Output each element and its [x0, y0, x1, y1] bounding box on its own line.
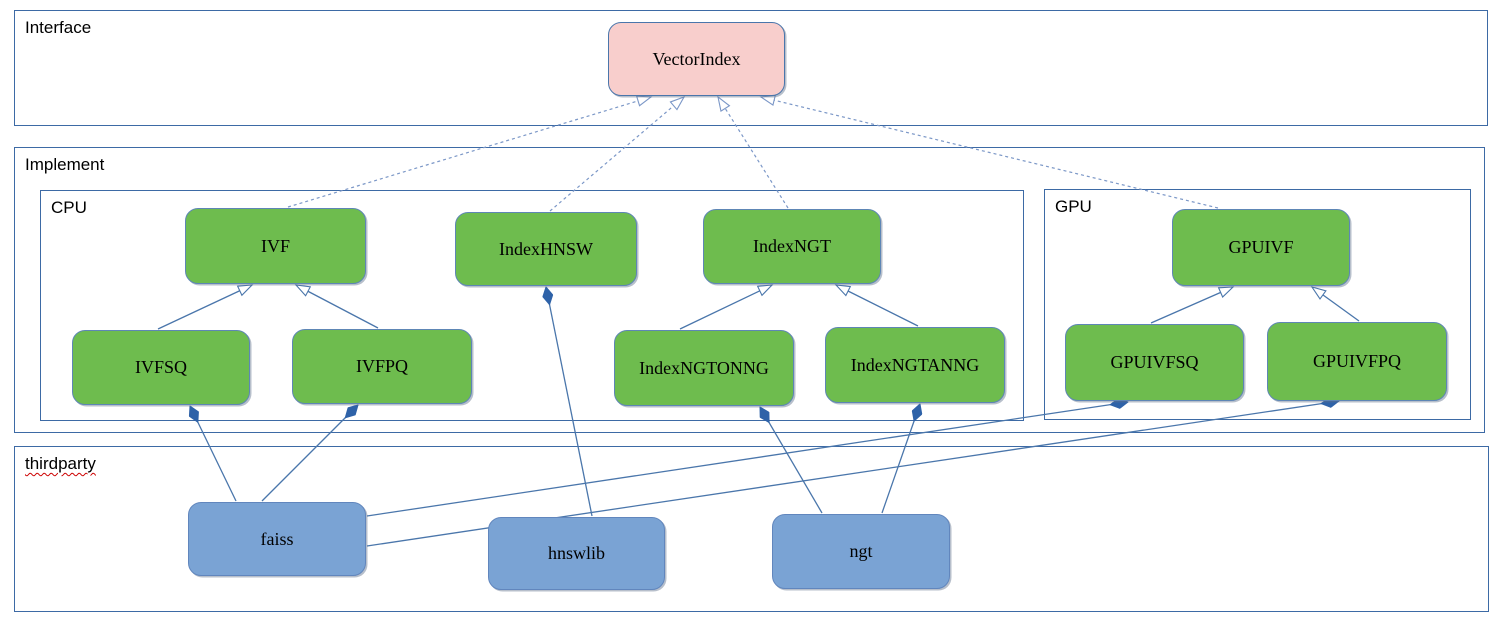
container-implement: Implement — [14, 147, 1485, 433]
node-indexngtanng: IndexNGTANNG — [825, 327, 1005, 403]
edge-indexngt-to-vectorindex — [717, 95, 789, 209]
node-ivfpq: IVFPQ — [292, 329, 472, 404]
container-label-cpu: CPU — [51, 198, 87, 217]
container-cpu: CPU — [40, 190, 1024, 421]
edge-gpuivfsq-to-faiss — [366, 402, 1128, 517]
edge-ivfpq-to-faiss — [261, 405, 358, 502]
edge-gpuivfpq-to-gpuivf — [1310, 286, 1360, 322]
node-indexngtonng: IndexNGTONNG — [614, 330, 794, 406]
edge-indexhnsw-to-hnswlib — [546, 287, 593, 517]
edge-gpuivfsq-to-gpuivf — [1150, 286, 1235, 324]
edge-indexhnsw-to-vectorindex — [549, 95, 686, 212]
node-label-vectorindex: VectorIndex — [652, 48, 741, 69]
node-label-gpuivfpq: GPUIVFPQ — [1312, 351, 1402, 371]
node-ivf: IVF — [185, 208, 366, 284]
node-label-indexngtanng: IndexNGTANNG — [850, 354, 980, 375]
node-ivfsq: IVFSQ — [72, 330, 250, 405]
node-label-ivf: IVF — [260, 235, 290, 256]
container-label-thirdparty: thirdparty — [25, 454, 96, 473]
container-gpu: GPU — [1044, 189, 1471, 420]
container-interface: Interface — [14, 10, 1488, 126]
edge-indexngtanng-to-indexngt — [834, 284, 919, 327]
node-vectorindex: VectorIndex — [608, 22, 785, 96]
node-label-ivfsq: IVFSQ — [134, 357, 187, 377]
node-label-gpuivf: GPUIVF — [1228, 237, 1294, 257]
edge-ivfsq-to-ivf — [157, 284, 254, 330]
node-label-indexngt: IndexNGT — [753, 236, 831, 256]
container-thirdparty: thirdparty — [14, 446, 1489, 612]
node-gpuivfpq: GPUIVFPQ — [1267, 322, 1447, 401]
node-label-gpuivfsq: GPUIVFSQ — [1110, 352, 1199, 372]
node-label-hnswlib: hnswlib — [547, 543, 605, 563]
node-hnswlib: hnswlib — [488, 517, 665, 590]
node-label-ivfpq: IVFPQ — [355, 356, 408, 376]
node-faiss: faiss — [188, 502, 366, 576]
node-gpuivf: GPUIVF — [1172, 209, 1350, 286]
node-gpuivfsq: GPUIVFSQ — [1065, 324, 1244, 401]
edge-indexngtanng-to-ngt — [881, 404, 920, 514]
edge-ivfpq-to-ivf — [294, 284, 379, 329]
container-label-gpu: GPU — [1055, 197, 1092, 216]
node-label-ngt: ngt — [849, 541, 873, 561]
node-label-indexhnsw: IndexHNSW — [499, 238, 593, 259]
node-label-faiss: faiss — [260, 528, 294, 549]
node-indexngt: IndexNGT — [703, 209, 881, 284]
node-ngt: ngt — [772, 514, 950, 589]
node-label-indexngtonng: IndexNGTONNG — [639, 357, 769, 378]
edge-indexngtonng-to-ngt — [759, 407, 823, 514]
edge-indexngtonng-to-indexngt — [679, 284, 774, 330]
container-label-implement: Implement — [25, 155, 105, 174]
container-label-interface: Interface — [25, 18, 92, 37]
edge-gpuivf-to-vectorindex — [759, 94, 1219, 209]
edge-ivf-to-vectorindex — [287, 95, 653, 208]
edge-ivfsq-to-faiss — [190, 406, 237, 502]
node-indexhnsw: IndexHNSW — [455, 212, 637, 286]
